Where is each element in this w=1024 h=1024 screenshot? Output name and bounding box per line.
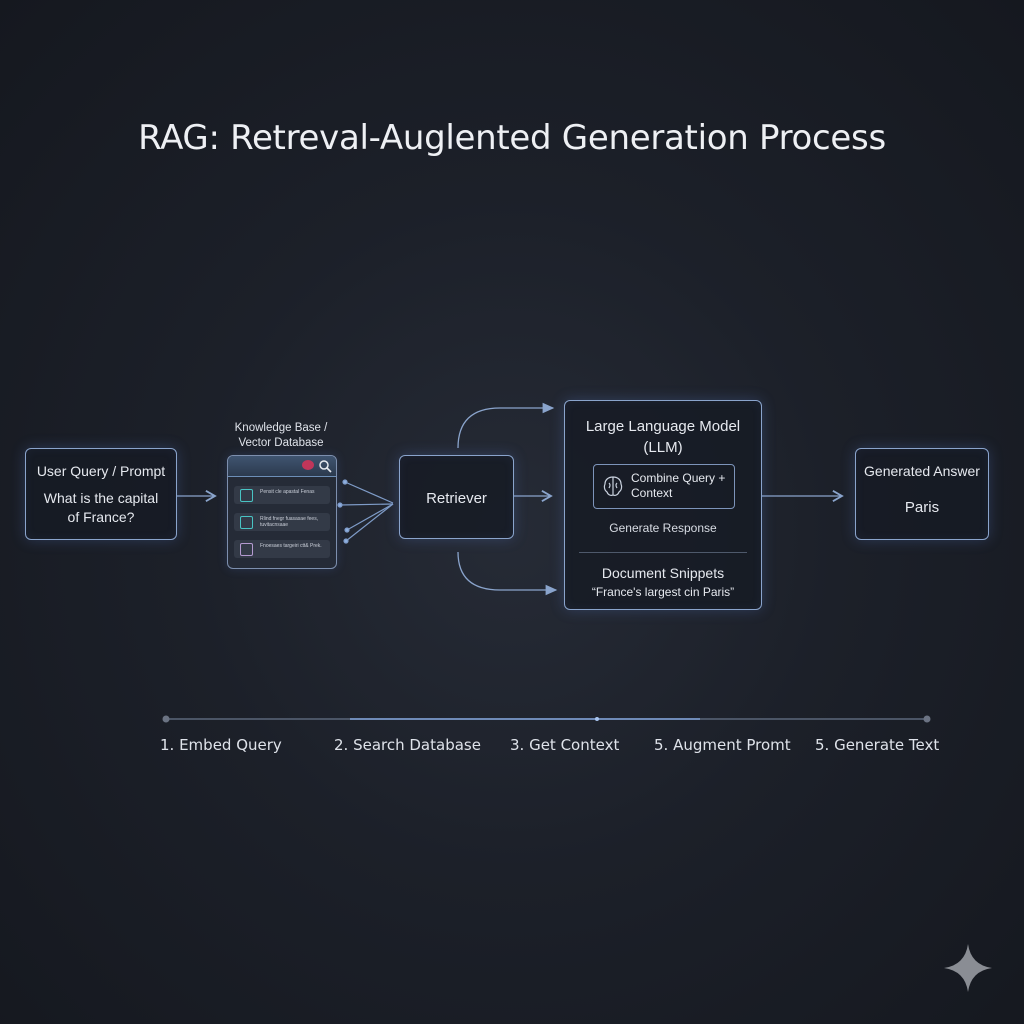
knowledge-base-label: Knowledge Base / Vector Database [234, 422, 328, 449]
combine-step: Combine Query + Context [593, 464, 735, 509]
vector-database-panel: Pensit cle apastal Fenas Rlind fnegr fua… [227, 455, 337, 569]
search-icon[interactable] [318, 459, 332, 473]
panel-header [228, 456, 336, 477]
arrow-retriever-down [457, 551, 558, 596]
step-2: 2. Search Database [334, 736, 481, 754]
step-5: 5. Generate Text [815, 736, 940, 754]
generate-response: Generate Response [609, 521, 717, 535]
step-1: 1. Embed Query [160, 736, 282, 754]
status-dot-icon [302, 460, 314, 470]
llm-title: Large Language Model (LLM) [585, 418, 741, 456]
combine-text: Combine Query + Context [631, 471, 726, 500]
step-4: 5. Augment Promt [654, 736, 791, 754]
user-query-text: What is the capital of France? [43, 490, 159, 525]
user-query-box: User Query / Prompt What is the capital … [25, 448, 177, 540]
snippet-item[interactable]: Rlind fnegr fuasasae fees, tuvitacnsaae [234, 513, 330, 531]
brain-icon [603, 476, 623, 496]
document-snippets-title: Document Snippets [601, 565, 725, 581]
snippet-item[interactable]: Pensit cle apastal Fenas [234, 486, 330, 504]
answer-label: Generated Answer [864, 463, 980, 479]
arrows-kb-to-retriever [337, 479, 394, 544]
generated-answer-box: Generated Answer Paris [855, 448, 989, 540]
code-document-icon [240, 516, 253, 529]
divider [579, 552, 747, 553]
arrow-retriever-up [457, 402, 555, 449]
step-3: 3. Get Context [510, 736, 620, 754]
sparkle-icon [944, 944, 992, 992]
image-document-icon [240, 543, 253, 556]
answer-text: Paris [904, 499, 940, 516]
document-icon [240, 489, 253, 502]
user-query-label: User Query / Prompt [36, 463, 166, 479]
snippet-item[interactable]: Fnoesaes targeiri ctt& Prek. [234, 540, 330, 558]
retriever-box: Retriever [399, 455, 514, 539]
page-title: RAG: Retreval-Auglented Generation Proce… [138, 118, 886, 158]
retriever-label: Retriever [426, 490, 487, 507]
llm-box: Large Language Model (LLM) Combine Query… [564, 400, 762, 610]
document-snippets-text: “France's largest cin Paris” [591, 585, 735, 599]
